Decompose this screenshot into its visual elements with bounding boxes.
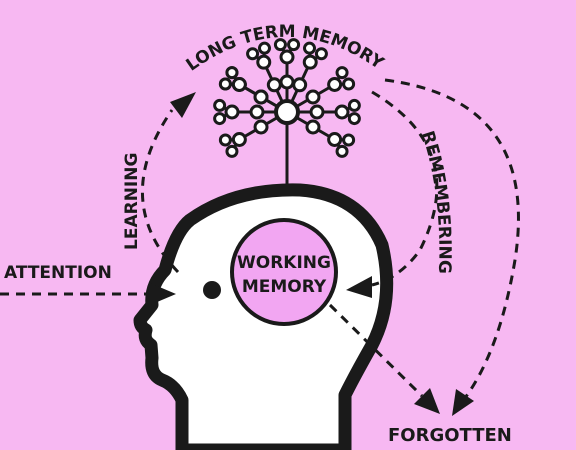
neuron-node bbox=[231, 77, 247, 92]
wm-forgotten-arrow bbox=[328, 303, 440, 414]
neuron-tip bbox=[342, 77, 356, 91]
learning-label: LEARNING bbox=[122, 153, 142, 250]
neuron-node bbox=[305, 119, 321, 135]
neuron-tip bbox=[347, 98, 361, 112]
neuron-node bbox=[253, 119, 269, 135]
neuron-tip bbox=[347, 112, 361, 126]
attention-arrow bbox=[0, 283, 176, 305]
neuron-node bbox=[334, 104, 350, 120]
neuron-node bbox=[224, 104, 240, 120]
neuron-node bbox=[279, 74, 295, 90]
forgotten-label: FORGOTTEN bbox=[388, 425, 512, 446]
neuron-node bbox=[327, 132, 343, 147]
attention-label: ATTENTION bbox=[4, 263, 112, 283]
neuron-tip bbox=[287, 38, 301, 52]
neuron-tip bbox=[218, 133, 232, 147]
neuron-tip bbox=[225, 144, 239, 158]
working-memory-label-line1: WORKING bbox=[237, 253, 331, 273]
neuron-node bbox=[249, 104, 265, 120]
eye-icon bbox=[203, 281, 221, 299]
neuron-tip bbox=[213, 98, 227, 112]
neuron-node bbox=[266, 77, 282, 93]
neuron-tip bbox=[303, 41, 317, 55]
neuron-tip bbox=[213, 112, 227, 126]
neuron-tip bbox=[335, 66, 349, 80]
neuron-tree-icon bbox=[213, 38, 361, 190]
neuron-node bbox=[302, 54, 318, 70]
neuron-tip bbox=[335, 144, 349, 158]
neuron-node bbox=[231, 132, 247, 147]
remembering-arrow bbox=[346, 90, 439, 298]
neuron-tip bbox=[246, 47, 260, 61]
neuron-tip bbox=[225, 66, 239, 80]
neuron-tip bbox=[314, 47, 328, 61]
neuron-node bbox=[279, 49, 295, 65]
working-memory-circle bbox=[230, 218, 338, 326]
neuron-tip bbox=[218, 77, 232, 91]
neuron-node bbox=[292, 77, 308, 93]
neuron-node bbox=[253, 89, 269, 105]
neuron-node bbox=[305, 89, 321, 105]
neuron-node bbox=[256, 54, 272, 70]
learning-arrow bbox=[141, 92, 196, 274]
neuron-tip bbox=[273, 38, 287, 52]
neuron-node bbox=[309, 104, 325, 120]
ltm-forgotten-arrow bbox=[384, 78, 520, 416]
neuron-tip bbox=[342, 133, 356, 147]
remembering-label: REMEMBERING bbox=[417, 129, 454, 275]
working-memory-label-line2: MEMORY bbox=[242, 277, 327, 297]
neuron-node bbox=[327, 77, 343, 92]
neuron-tip bbox=[257, 41, 271, 55]
